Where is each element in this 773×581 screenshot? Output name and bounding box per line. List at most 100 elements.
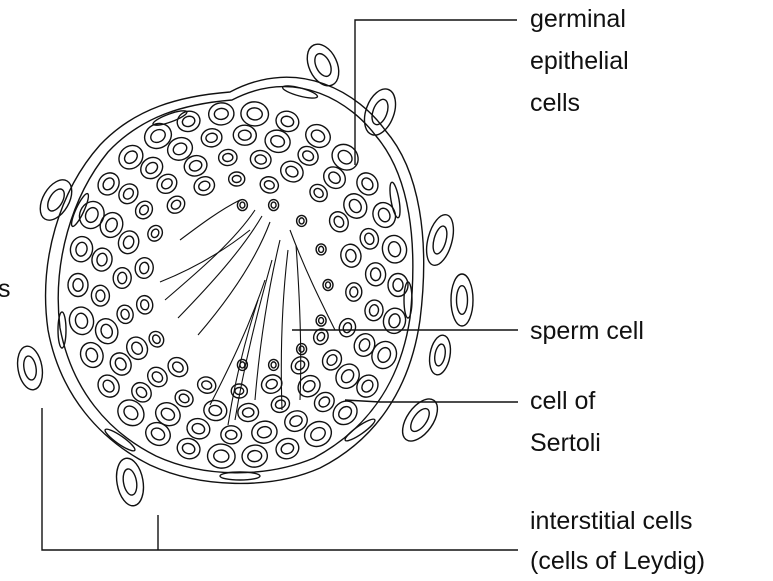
cell [153, 170, 180, 197]
cell-nucleus [138, 204, 150, 217]
cell-nucleus [170, 198, 183, 211]
cell [90, 247, 114, 273]
cell-nucleus [191, 422, 206, 435]
cell [269, 200, 279, 211]
cell-nucleus [247, 450, 262, 462]
cell-nucleus [159, 406, 177, 423]
cell [326, 208, 352, 235]
cell [240, 101, 270, 128]
cell-nucleus [225, 430, 237, 440]
cell-nucleus [393, 279, 403, 292]
cell-nucleus [339, 367, 356, 385]
cell-nucleus [130, 340, 145, 356]
cell [451, 274, 473, 326]
cell [327, 139, 364, 175]
cell [132, 198, 156, 222]
cell [113, 267, 132, 289]
cell [316, 315, 326, 326]
cell-nucleus [370, 268, 381, 281]
cell [191, 174, 217, 198]
cell-nucleus [269, 134, 286, 149]
cell [359, 85, 402, 140]
cell [288, 353, 312, 377]
cell-nucleus [336, 404, 354, 421]
cell-nucleus [387, 241, 402, 258]
cell-nucleus [99, 323, 114, 340]
cell [388, 274, 408, 297]
cell-nucleus [121, 468, 138, 496]
cell-nucleus [140, 299, 150, 310]
cell [145, 223, 165, 244]
cell [237, 200, 247, 211]
cell [323, 280, 333, 291]
cell-nucleus [238, 130, 251, 141]
label-interstitial-line1: interstitial cells [530, 506, 693, 537]
cell-nucleus [284, 164, 300, 179]
cell [164, 193, 188, 217]
cell-nucleus [117, 272, 127, 284]
cell [241, 444, 268, 469]
cell-nucleus [263, 179, 275, 190]
cell-nucleus [213, 449, 229, 463]
cell-nucleus [316, 331, 326, 342]
cell [331, 359, 364, 392]
cell-nucleus [222, 153, 233, 162]
cell [67, 305, 96, 337]
cell [206, 443, 236, 470]
cell [92, 316, 121, 347]
cell-nucleus [345, 248, 358, 263]
cell-nucleus [347, 197, 364, 215]
cell-nucleus [150, 228, 160, 239]
cell-nucleus [319, 246, 324, 252]
cell [258, 174, 281, 195]
cell-nucleus [288, 414, 304, 428]
wall-cells [58, 83, 412, 480]
cell [363, 299, 384, 323]
cell [218, 149, 238, 167]
cell [94, 371, 124, 401]
cell-nucleus [139, 262, 150, 275]
cell-nucleus [254, 154, 267, 165]
cell [142, 418, 175, 450]
cell-nucleus [280, 442, 295, 455]
cell-nucleus [388, 313, 402, 329]
cell [181, 152, 210, 179]
cell [123, 333, 152, 363]
cell-nucleus [274, 399, 286, 410]
label-sperm-cell: sperm cell [530, 316, 644, 347]
cell-nucleus [247, 107, 263, 121]
label-sertoli-line1: cell of [530, 386, 595, 417]
cell [115, 304, 135, 326]
cell [200, 127, 224, 149]
cell-nucleus [74, 312, 89, 329]
cell [339, 242, 364, 269]
cell [140, 119, 176, 154]
cell [300, 417, 336, 452]
cell [208, 102, 235, 127]
cell-nucleus [271, 362, 276, 368]
cell-nucleus [326, 282, 331, 288]
germinal-epithelium-cells [67, 101, 409, 470]
cell-nucleus [149, 426, 167, 442]
cell-nucleus [205, 132, 218, 143]
cell-nucleus [96, 290, 106, 302]
cell-nucleus [197, 180, 211, 192]
label-germinal-line1: germinal [530, 4, 626, 35]
cell [96, 209, 126, 241]
cell-nucleus [335, 148, 354, 167]
cell-nucleus [342, 322, 353, 334]
cell [269, 393, 292, 415]
cell [319, 346, 346, 373]
cell-nucleus [433, 343, 447, 366]
cell-nucleus [144, 160, 160, 176]
cell [277, 157, 307, 185]
cell-nucleus [113, 356, 128, 372]
cell-nucleus [242, 408, 254, 418]
cell-nucleus [350, 287, 359, 298]
cell [269, 359, 279, 370]
cell [175, 108, 203, 134]
cell [233, 125, 257, 146]
cell [14, 344, 45, 391]
cell-nucleus [332, 215, 345, 229]
cell [345, 282, 362, 301]
